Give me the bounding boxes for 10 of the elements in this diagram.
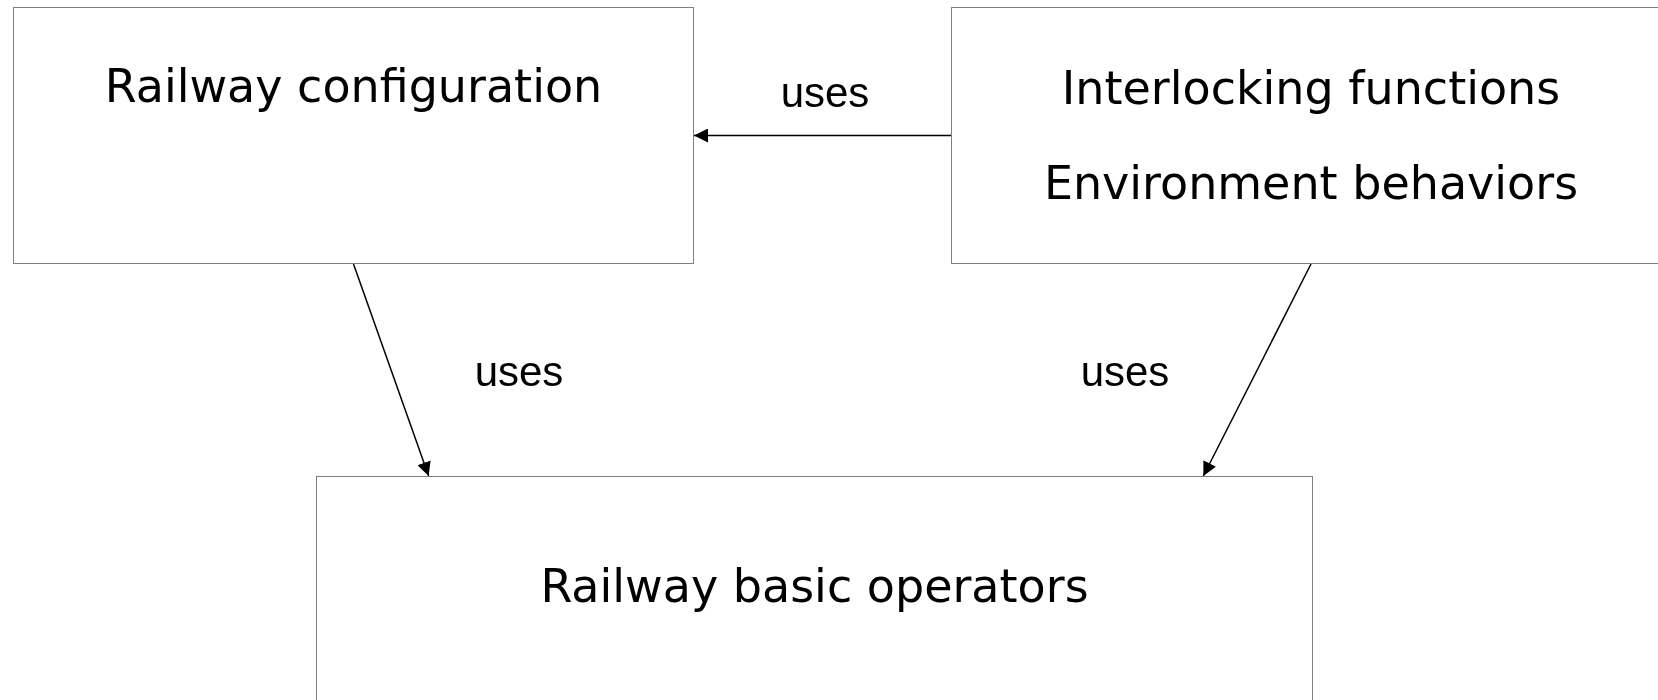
arrow bbox=[693, 128, 952, 143]
arrow bbox=[1202, 263, 1312, 477]
arrow bbox=[352, 263, 431, 477]
node-label: Railway basic operators bbox=[539, 558, 1090, 614]
node-label: Railway configuration bbox=[103, 58, 604, 114]
process-box bbox=[13, 7, 694, 264]
node-label: Interlocking functions bbox=[1060, 60, 1562, 116]
process-box bbox=[951, 7, 1658, 264]
node-label: Environment behaviors bbox=[1042, 155, 1580, 211]
process-box bbox=[316, 476, 1313, 700]
